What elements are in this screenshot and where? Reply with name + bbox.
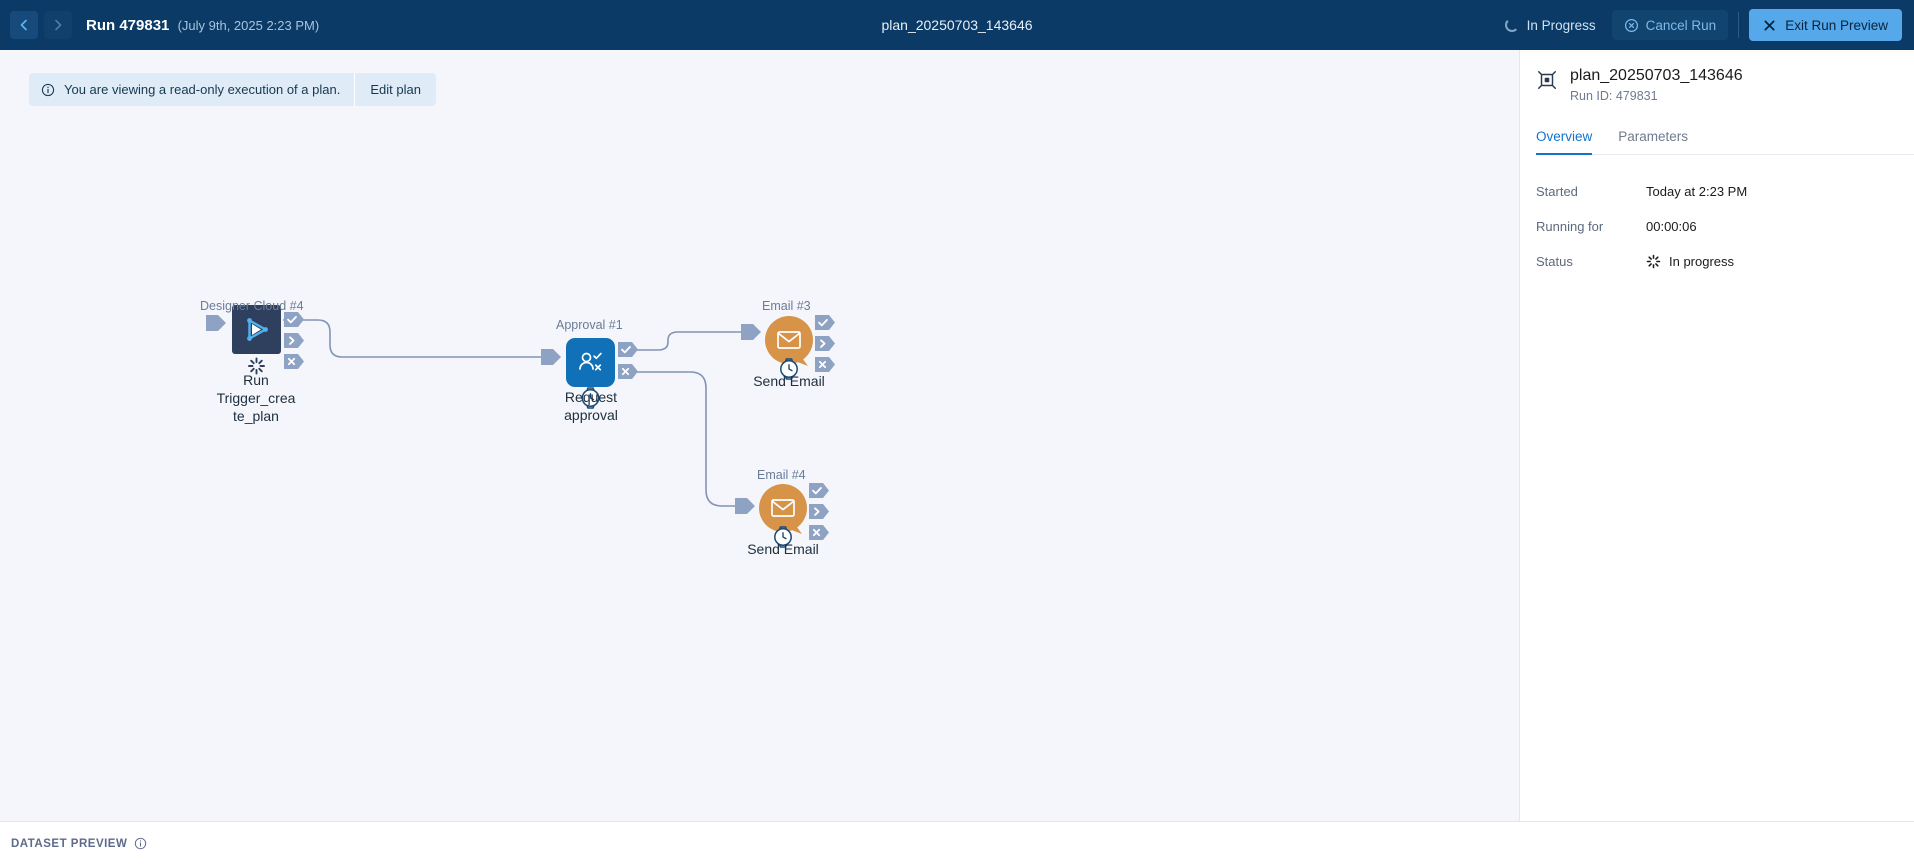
run-status-chip: In Progress: [1499, 18, 1602, 33]
node-header-email-4: Email #4: [757, 468, 806, 482]
dataset-preview-label: DATASET PREVIEW: [11, 837, 128, 850]
row-status-value-wrap: In progress: [1646, 254, 1734, 269]
workflow-canvas[interactable]: You are viewing a read-only execution of…: [0, 50, 1519, 821]
node-output-port-check[interactable]: [814, 314, 836, 331]
node-approval-1[interactable]: [541, 338, 639, 409]
nav-arrow-group: [10, 11, 72, 39]
sidebar-header-text: plan_20250703_143646 Run ID: 479831: [1570, 66, 1743, 103]
header-divider: [1738, 12, 1740, 38]
workflow-graph: [206, 305, 836, 548]
dataset-preview-bar[interactable]: DATASET PREVIEW: [0, 821, 1914, 865]
row-running-for: Running for 00:00:06: [1520, 209, 1914, 244]
row-started-value: Today at 2:23 PM: [1646, 184, 1748, 199]
close-x-icon: [1764, 19, 1775, 31]
info-circle-icon[interactable]: [134, 837, 147, 850]
node-email-4[interactable]: [735, 482, 830, 548]
node-title-designer-cloud-4: Run Trigger_crea te_plan: [186, 371, 326, 425]
info-circle-icon: [41, 83, 55, 96]
top-header-bar: Run 479831 (July 9th, 2025 2:23 PM) plan…: [0, 0, 1914, 50]
designer-cloud-play-icon: [247, 318, 268, 341]
sidebar-run-id: Run ID: 479831: [1570, 89, 1658, 103]
node-input-port[interactable]: [741, 324, 761, 340]
row-running-for-value: 00:00:06: [1646, 219, 1697, 234]
edit-plan-button[interactable]: Edit plan: [370, 82, 421, 97]
node-body[interactable]: [759, 484, 807, 534]
run-title-label: Run 479831: [86, 16, 170, 34]
burst-spinner-icon: [1646, 254, 1661, 269]
node-title-approval-1: Request approval: [521, 388, 661, 424]
node-title-line: Trigger_crea: [216, 390, 296, 406]
tab-overview[interactable]: Overview: [1536, 129, 1593, 155]
readonly-banner-message: You are viewing a read-only execution of…: [64, 82, 341, 97]
plan-name-label: plan_20250703_143646: [881, 17, 1033, 33]
edge-approval-to-email4: [624, 371, 742, 507]
exit-run-preview-button[interactable]: Exit Run Preview: [1749, 9, 1902, 41]
node-output-port-x[interactable]: [814, 356, 836, 373]
node-output-port-x[interactable]: [617, 363, 639, 380]
node-output-port-x[interactable]: [808, 524, 830, 541]
node-title-line: Run: [243, 372, 269, 388]
node-output-port-check[interactable]: [283, 311, 305, 328]
node-output-port-check[interactable]: [617, 341, 639, 358]
run-status-label: In Progress: [1526, 17, 1596, 33]
sidebar-plan-name: plan_20250703_143646: [1570, 67, 1743, 84]
node-designer-cloud-4[interactable]: [206, 305, 305, 375]
dataset-preview-label-wrap: DATASET PREVIEW: [11, 837, 147, 850]
exit-run-preview-label: Exit Run Preview: [1785, 17, 1888, 33]
readonly-banner: You are viewing a read-only execution of…: [29, 73, 436, 106]
node-input-port[interactable]: [541, 349, 561, 365]
node-body[interactable]: [765, 316, 813, 366]
row-status-label: Status: [1536, 254, 1573, 269]
banner-divider: [354, 73, 356, 106]
row-status: Status In progress: [1520, 244, 1914, 279]
node-output-port-check[interactable]: [808, 482, 830, 499]
row-started-label: Started: [1536, 184, 1578, 199]
envelope-icon: [771, 499, 795, 517]
node-title-line: approval: [564, 407, 618, 423]
forward-button[interactable]: [44, 11, 72, 39]
tab-parameters[interactable]: Parameters: [1618, 129, 1689, 144]
user-approval-icon: [579, 352, 602, 371]
node-header-designer-cloud-4: Designer Cloud #4: [200, 299, 304, 313]
spinner-icon: [1504, 18, 1519, 32]
header-actions: In Progress Cancel Run Exit Run Preview: [1499, 0, 1902, 50]
edge-approval-to-email3: [624, 331, 742, 351]
run-details-sidebar: plan_20250703_143646 Run ID: 479831 Over…: [1519, 50, 1914, 821]
node-header-email-3: Email #3: [762, 299, 811, 313]
chevron-right-icon: [55, 19, 62, 31]
back-button[interactable]: [10, 11, 38, 39]
sidebar-overview-rows: Started Today at 2:23 PM Running for 00:…: [1520, 174, 1914, 279]
run-date-label: (July 9th, 2025 2:23 PM): [177, 17, 320, 33]
node-email-3[interactable]: [741, 314, 836, 380]
row-status-value: In progress: [1669, 254, 1735, 269]
node-input-port[interactable]: [735, 498, 755, 514]
row-started: Started Today at 2:23 PM: [1520, 174, 1914, 209]
node-output-port-chevron[interactable]: [283, 332, 305, 349]
cancel-run-button[interactable]: Cancel Run: [1611, 10, 1729, 40]
sidebar-header: plan_20250703_143646 Run ID: 479831: [1520, 50, 1914, 103]
node-title-line: te_plan: [233, 408, 279, 424]
envelope-icon: [777, 331, 801, 349]
cancel-circle-icon: [1624, 18, 1638, 32]
node-title-line: Request: [564, 389, 618, 405]
node-title-email-3: Send Email: [753, 373, 825, 389]
node-output-port-x[interactable]: [283, 353, 305, 370]
node-title-email-4: Send Email: [747, 541, 819, 557]
node-body[interactable]: [566, 338, 615, 387]
row-running-for-label: Running for: [1536, 219, 1604, 234]
node-header-approval-1: Approval #1: [556, 318, 623, 332]
run-title: Run 479831 (July 9th, 2025 2:23 PM): [86, 17, 319, 34]
node-output-port-chevron[interactable]: [808, 503, 830, 520]
cancel-run-label: Cancel Run: [1645, 17, 1717, 33]
running-spinner-badge: [247, 357, 266, 375]
readonly-banner-text: You are viewing a read-only execution of…: [29, 82, 354, 97]
plan-node-icon: [1538, 71, 1556, 89]
sidebar-tabs: Overview Parameters: [1536, 129, 1914, 155]
edge-designer-to-approval: [283, 319, 542, 358]
chevron-left-icon: [20, 19, 27, 31]
node-output-port-chevron[interactable]: [814, 335, 836, 352]
node-input-port[interactable]: [206, 315, 226, 331]
